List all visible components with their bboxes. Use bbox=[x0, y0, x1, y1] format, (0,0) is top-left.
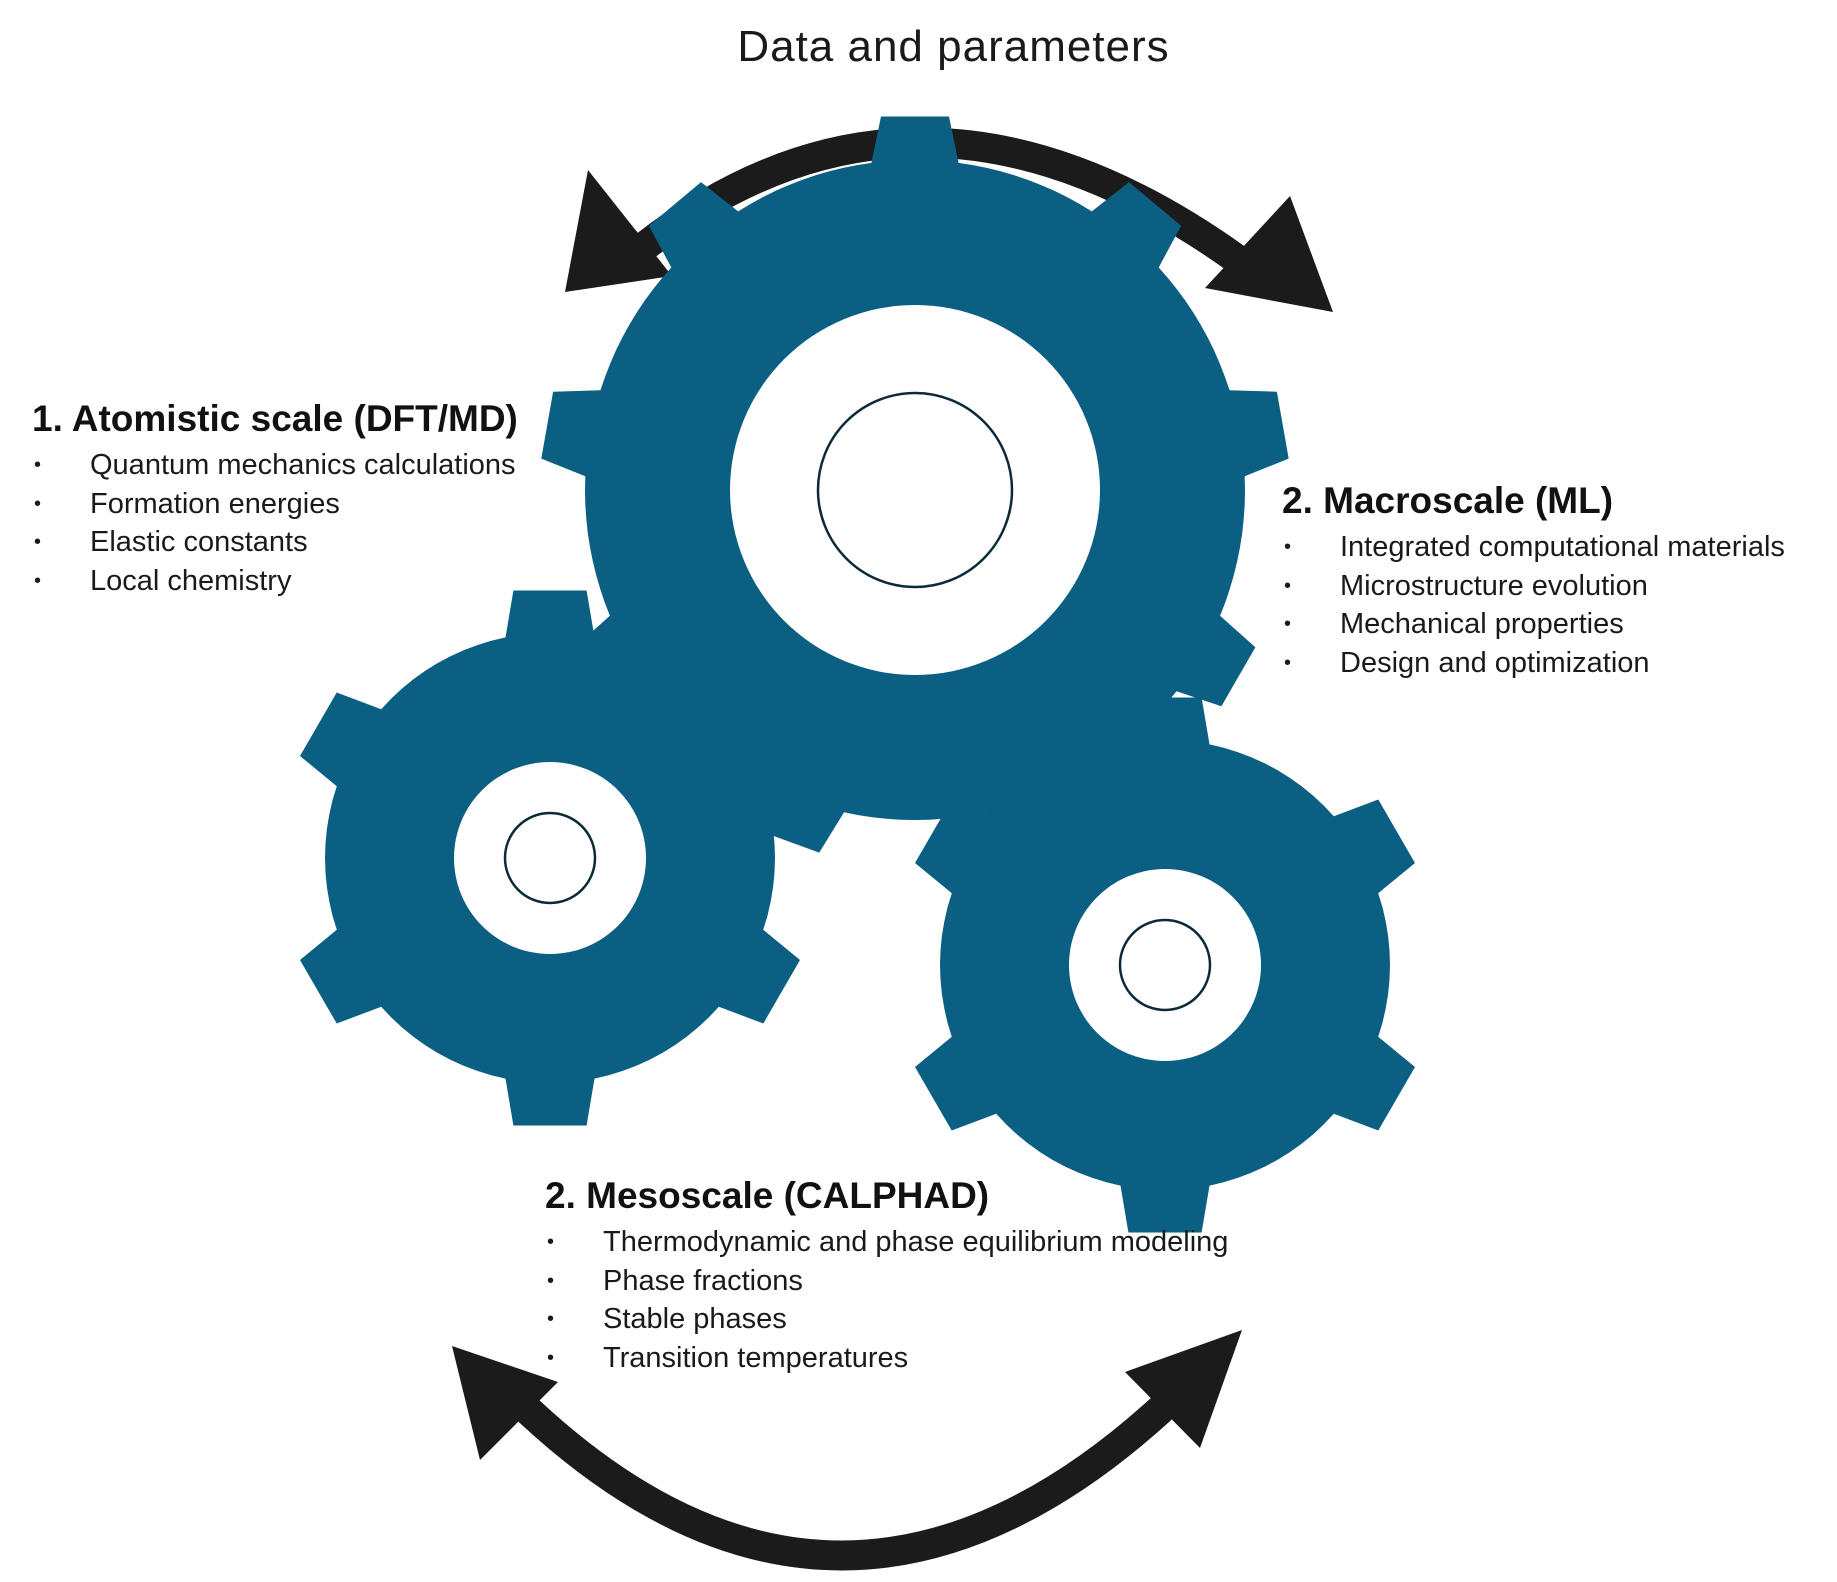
atomistic-scale-list: Quantum mechanics calculations Formation… bbox=[32, 446, 518, 600]
atomistic-scale-title: 1. Atomistic scale (DFT/MD) bbox=[32, 398, 518, 439]
list-item: Elastic constants bbox=[32, 523, 518, 562]
macroscale-block: 2. Macroscale (ML) Integrated computatio… bbox=[1282, 480, 1785, 682]
macroscale-list: Integrated computational materials Micro… bbox=[1282, 528, 1785, 682]
list-item: Formation energies bbox=[32, 485, 518, 524]
list-item: Design and optimization bbox=[1282, 644, 1785, 683]
small-gear-left-icon bbox=[300, 590, 800, 1126]
list-item: Thermodynamic and phase equilibrium mode… bbox=[545, 1223, 1228, 1262]
mesoscale-list: Thermodynamic and phase equilibrium mode… bbox=[545, 1223, 1228, 1377]
mesoscale-block: 2. Mesoscale (CALPHAD) Thermodynamic and… bbox=[545, 1175, 1228, 1377]
list-item: Mechanical properties bbox=[1282, 605, 1785, 644]
list-item: Quantum mechanics calculations bbox=[32, 446, 518, 485]
list-item: Phase fractions bbox=[545, 1262, 1228, 1301]
list-item: Integrated computational materials bbox=[1282, 528, 1785, 567]
mesoscale-title: 2. Mesoscale (CALPHAD) bbox=[545, 1175, 990, 1216]
list-item: Microstructure evolution bbox=[1282, 567, 1785, 606]
macroscale-title: 2. Macroscale (ML) bbox=[1282, 480, 1614, 521]
data-and-parameters-caption: Data and parameters bbox=[737, 22, 1170, 71]
small-gear-right-icon bbox=[915, 697, 1415, 1233]
list-item: Local chemistry bbox=[32, 562, 518, 601]
list-item: Transition temperatures bbox=[545, 1339, 1228, 1378]
list-item: Stable phases bbox=[545, 1300, 1228, 1339]
atomistic-scale-block: 1. Atomistic scale (DFT/MD) Quantum mech… bbox=[32, 398, 518, 600]
large-gear-icon bbox=[541, 116, 1289, 853]
